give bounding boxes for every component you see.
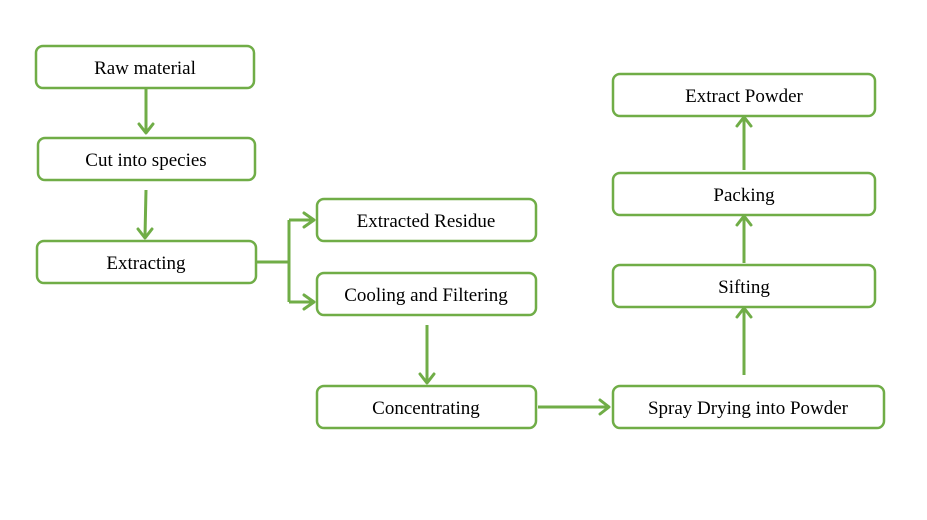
node-extracted-residue-label: Extracted Residue: [357, 211, 496, 232]
node-raw-material: Raw material: [34, 44, 256, 90]
node-cut-into-species-label: Cut into species: [85, 150, 206, 171]
edge-cut-to-extracting: [136, 189, 154, 240]
edge-raw-to-cut: [137, 89, 155, 135]
node-concentrating-label: Concentrating: [372, 398, 480, 419]
node-sifting-label: Sifting: [718, 277, 770, 298]
node-extracting-label: Extracting: [106, 253, 186, 274]
node-raw-material-label: Raw material: [94, 58, 196, 79]
node-packing-label: Packing: [713, 185, 775, 206]
node-extracting: Extracting: [35, 239, 258, 285]
node-extract-powder-label: Extract Powder: [685, 86, 803, 107]
node-packing: Packing: [611, 171, 877, 217]
edge-spray-to-sifting: [735, 306, 753, 375]
node-cooling-and-filtering-label: Cooling and Filtering: [344, 285, 508, 306]
edge-concentrating-to-spray: [538, 398, 611, 416]
edge-cooling-to-concentrating: [418, 325, 436, 385]
node-cut-into-species: Cut into species: [36, 136, 257, 182]
node-spray-drying-label: Spray Drying into Powder: [648, 398, 849, 419]
edge-packing-to-extract-powder: [735, 115, 753, 170]
node-sifting: Sifting: [611, 263, 877, 309]
node-extracted-residue: Extracted Residue: [315, 197, 538, 243]
edge-extracting-split: [257, 211, 316, 311]
edge-sifting-to-packing: [735, 214, 753, 263]
node-cooling-and-filtering: Cooling and Filtering: [315, 271, 538, 317]
node-extract-powder: Extract Powder: [611, 72, 877, 118]
node-concentrating: Concentrating: [315, 384, 538, 430]
node-spray-drying: Spray Drying into Powder: [611, 384, 886, 430]
